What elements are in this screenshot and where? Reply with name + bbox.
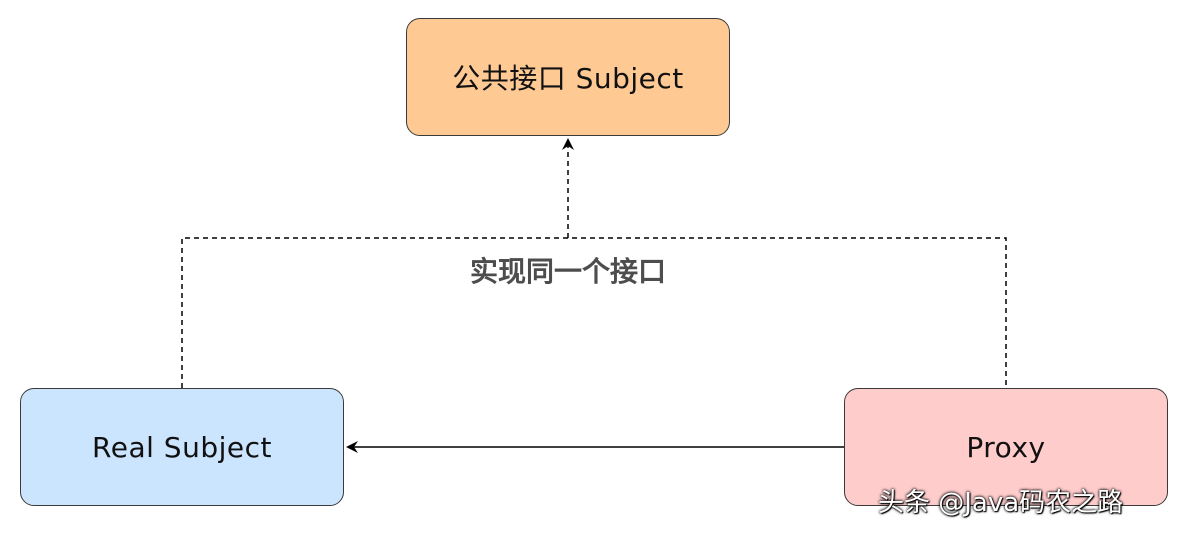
watermark: 头条 @Java码农之路 [878, 488, 1124, 518]
proxy-node[interactable]: Proxy [844, 388, 1168, 506]
subject-interface-label: 公共接口 Subject [452, 62, 684, 95]
proxy-label: Proxy [966, 430, 1046, 464]
subject-interface-node[interactable]: 公共接口 Subject [406, 18, 730, 136]
real-subject-node[interactable]: Real Subject [20, 388, 344, 506]
implements-connector [181, 237, 1007, 388]
implements-label: 实现同一个接口 [469, 255, 666, 288]
real-subject-label: Real Subject [92, 430, 272, 464]
